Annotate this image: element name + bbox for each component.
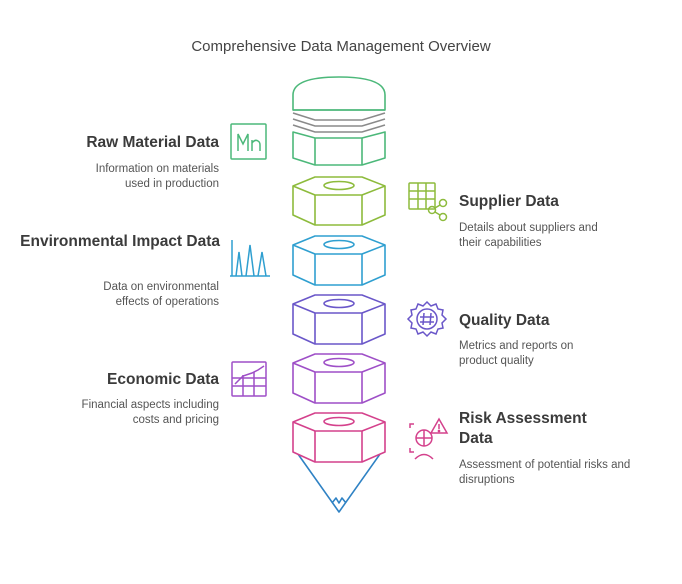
segment-risk (292, 412, 386, 463)
hashtag-badge-icon (406, 300, 448, 338)
diagram-title: Comprehensive Data Management Overview (191, 38, 491, 55)
ferrule (292, 112, 386, 133)
pencil-tip (292, 446, 386, 513)
eraser-cap (292, 76, 386, 111)
quality-heading: Quality Data (459, 312, 550, 329)
environmental-heading: Environmental Impact Data (20, 233, 220, 250)
risk-heading: Risk Assessment Data (459, 410, 587, 447)
segment-supplier (292, 176, 386, 226)
raw-material-heading: Raw Material Data (86, 134, 219, 151)
spreadsheet-share-icon (408, 182, 448, 222)
economic-description: Financial aspects including costs and pr… (81, 399, 219, 426)
risk-description: Assessment of potential risks and disrup… (459, 459, 631, 486)
environmental-description: Data on environmental effects of operati… (103, 281, 219, 308)
segment-raw-material (292, 131, 386, 166)
segment-quality (292, 294, 386, 345)
segment-environmental (292, 235, 386, 286)
supplier-description: Details about suppliers and their capabi… (459, 222, 598, 249)
quality-description: Metrics and reports on product quality (459, 340, 574, 367)
mn-icon (230, 123, 267, 160)
segment-economic (292, 353, 386, 404)
risk-warning-icon (409, 417, 449, 460)
growth-chart-icon (231, 361, 267, 397)
supplier-heading: Supplier Data (459, 193, 559, 210)
economic-heading: Economic Data (107, 371, 219, 388)
raw-material-description: Information on materials used in product… (95, 163, 219, 190)
waveform-icon (230, 240, 270, 277)
